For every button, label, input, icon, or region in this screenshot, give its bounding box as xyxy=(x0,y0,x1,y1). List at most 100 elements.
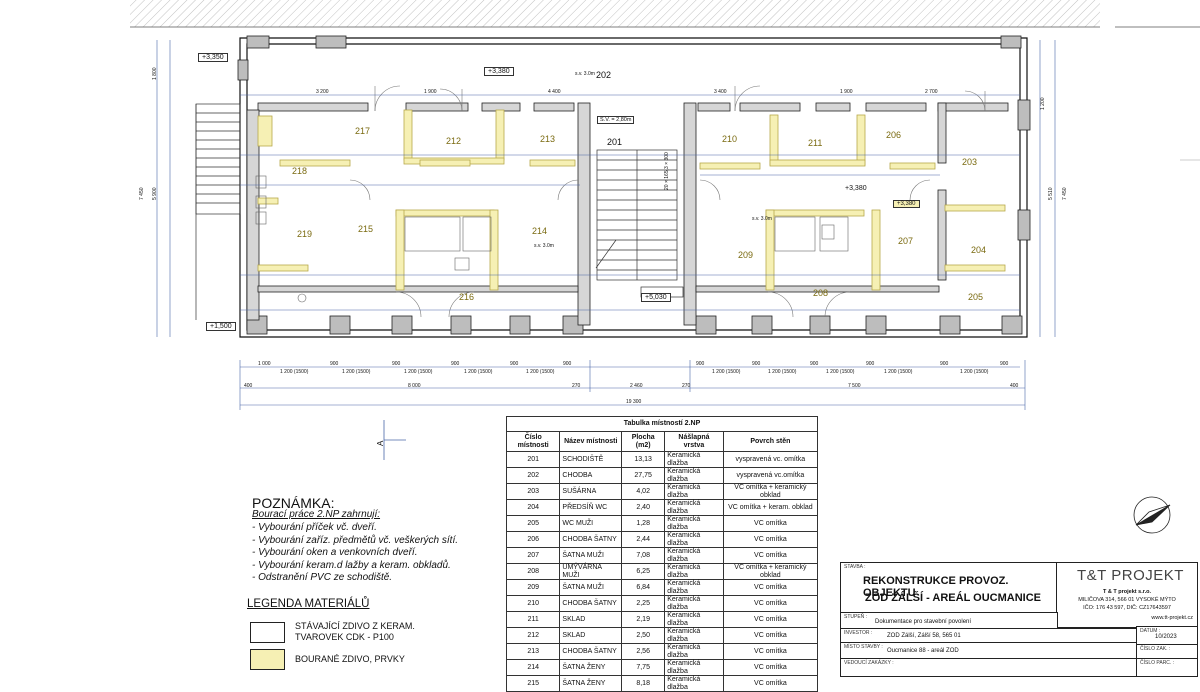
legend-label-line: STÁVAJÍCÍ ZDIVO Z KERAM. xyxy=(295,621,415,631)
room-number: 202 xyxy=(596,70,612,80)
table-cell: Keramická dlažba xyxy=(664,579,724,597)
dim-text: 1 200 xyxy=(1040,97,1046,110)
sv-label: S.V. = 2,80m xyxy=(597,116,635,124)
table-cell: 2,50 xyxy=(621,627,666,645)
dim-text: 1 900 xyxy=(424,89,437,95)
table-cell: 212 xyxy=(505,627,561,645)
table-cell: vyspravená vc.omítka xyxy=(722,467,819,485)
table-cell: 209 xyxy=(505,579,561,597)
dim-text: 900 xyxy=(1000,361,1009,367)
dim-text: 270 xyxy=(572,383,581,389)
room-number: 201 xyxy=(607,137,623,147)
tb-label: INVESTOR : xyxy=(844,630,873,636)
room-number: 211 xyxy=(808,138,823,148)
room-number: 206 xyxy=(886,130,902,140)
company-name: T & T projekt s.r.o. xyxy=(1103,589,1151,595)
stupen-value: Dokumentace pro stavební povolení xyxy=(875,619,972,625)
dim-text: 19 300 xyxy=(626,399,642,405)
note-title: POZNÁMKA: xyxy=(252,495,335,511)
dim-text: 1 200 (1500) xyxy=(342,369,371,375)
table-cell: 6,25 xyxy=(621,563,666,581)
wall-piers xyxy=(237,35,1031,335)
room-number: 216 xyxy=(459,292,475,302)
note-item: - Odstranění PVC ze schodiště. xyxy=(252,572,393,583)
note-list: - Vybourání příček vč. dveří. - Vybourán… xyxy=(252,522,458,585)
dim-text: 4 400 xyxy=(548,89,561,95)
table-cell: VC omítka xyxy=(722,627,819,645)
sanitary-fixtures xyxy=(255,175,849,303)
table-cell: CHODBA xyxy=(559,467,623,485)
legend-label: BOURANÉ ZDIVO, PRVKY xyxy=(295,654,405,664)
table-cell: 6,84 xyxy=(621,579,666,597)
table-cell: Keramická dlažba xyxy=(664,483,724,501)
table-cell: 213 xyxy=(505,643,561,661)
table-header: Název místnosti xyxy=(559,431,623,453)
company-logo: T&T PROJEKT xyxy=(1077,567,1184,584)
dim-text: 900 xyxy=(392,361,401,367)
titleblock-project: STAVBA : REKONSTRUKCE PROVOZ. OBJEKTU ZO… xyxy=(840,562,1058,614)
table-cell: Keramická dlažba xyxy=(664,611,724,629)
dim-text: 3 400 xyxy=(714,89,727,95)
dim-text: 1 200 (1500) xyxy=(712,369,741,375)
table-cell: VC omítka xyxy=(722,531,819,549)
table-cell: VC omítka + keramický obklad xyxy=(722,563,819,581)
dim-text: 900 xyxy=(330,361,339,367)
table-cell: VC omítka + keramický obklad xyxy=(722,483,819,501)
tb-label: VEDOUCÍ ZAKÁZKY : xyxy=(844,660,894,666)
dim-text: 900 xyxy=(510,361,519,367)
room-number: 205 xyxy=(968,292,984,302)
table-cell: 2,40 xyxy=(621,499,666,517)
table-cell: CHODBA ŠATNY xyxy=(559,595,623,613)
room-number: 214 xyxy=(532,226,548,236)
door-swings xyxy=(349,85,986,318)
table-cell: Keramická dlažba xyxy=(664,643,724,661)
table-cell: 1,28 xyxy=(621,515,666,533)
note-item: - Vybourání keram.d lažby a keram. obkla… xyxy=(252,559,451,571)
dim-text: 1 800 xyxy=(152,67,158,80)
investor-value: ZOD Zálší, Zálší 58, 565 01 xyxy=(887,633,961,639)
table-cell: VC omítka xyxy=(722,515,819,533)
dim-text: 1 200 (1500) xyxy=(526,369,555,375)
dim-text: 7 450 xyxy=(1062,187,1068,200)
dim-text: 5 510 xyxy=(1048,187,1054,200)
table-cell: VC omítka xyxy=(722,611,819,629)
room-number: 208 xyxy=(813,288,829,298)
legend-swatch-existing xyxy=(250,622,285,643)
level-marker: +3,350 xyxy=(198,53,228,62)
dim-text: 8 000 xyxy=(408,383,421,389)
room-number: 204 xyxy=(971,245,987,255)
height-note: s.v. 3.0m xyxy=(752,216,772,222)
table-cell: SKLAD xyxy=(559,611,623,629)
dim-text: 1 000 xyxy=(258,361,271,367)
table-cell: VC omítka + keram. obklad xyxy=(722,499,819,517)
stair-note: 20 × 165,3 × 300 xyxy=(664,152,670,190)
demolished-elements xyxy=(257,109,1006,291)
company-address: MILIČOVA 314, 566 01 VYSOKÉ MÝTO xyxy=(1078,597,1176,603)
table-cell: VC omítka xyxy=(722,643,819,661)
table-cell: VC omítka xyxy=(722,579,819,597)
table-cell: Keramická dlažba xyxy=(664,499,724,517)
misto-value: Oucmanice 88 - areál ZOD xyxy=(887,648,959,654)
dim-text: 1 200 (1500) xyxy=(826,369,855,375)
room-number: 218 xyxy=(292,166,308,176)
titleblock-cislo-parc: ČÍSLO PARC. : xyxy=(1136,658,1198,677)
table-cell: 2,19 xyxy=(621,611,666,629)
room-number: 217 xyxy=(355,126,371,136)
tb-label: ČÍSLO ZAK. : xyxy=(1140,646,1171,652)
plan-labels: +3,350 +3,380 +3,380 +3,380 +5,030 +1,50… xyxy=(139,53,1068,446)
room-number: 213 xyxy=(540,134,556,144)
table-cell: VC omítka xyxy=(722,595,819,613)
dim-text: 1 200 (1500) xyxy=(768,369,797,375)
legend-label: STÁVAJÍCÍ ZDIVO Z KERAM. TVAROVEK CDK - … xyxy=(295,621,415,643)
note-item: - Vybourání příček vč. dveří. xyxy=(252,522,377,533)
table-cell: Keramická dlažba xyxy=(664,627,724,645)
